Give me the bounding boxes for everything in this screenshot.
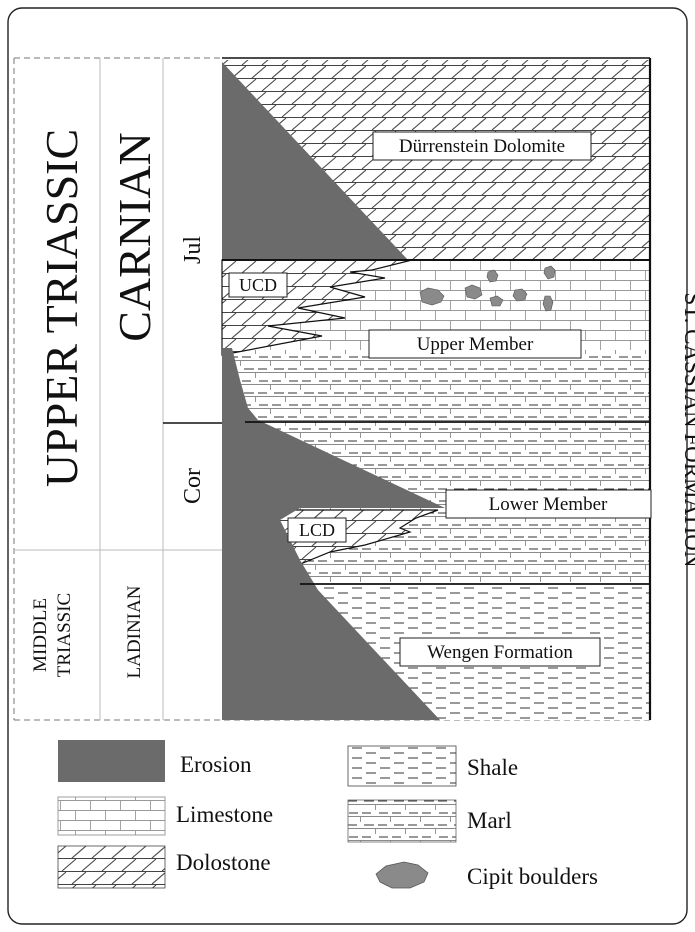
erosion-area — [222, 62, 445, 720]
legend-shale-label: Shale — [467, 755, 518, 780]
legend-dolostone-swatch — [57, 845, 166, 889]
stage-ladinian: LADINIAN — [124, 585, 145, 678]
durrenstein-label: Dürrenstein Dolomite — [399, 136, 565, 157]
upper-member-marl-layer — [222, 350, 650, 422]
period-middle-triassic-line2: TRIASSIC — [54, 593, 75, 677]
substage-jul: Jul — [180, 236, 206, 264]
outer-frame — [7, 7, 688, 925]
substage-cor: Cor — [180, 468, 206, 504]
legend-limestone-label: Limestone — [176, 802, 273, 827]
legend-erosion-swatch — [58, 740, 165, 782]
period-middle-triassic-line1: MIDDLE — [30, 598, 51, 672]
legend-marl-label: Marl — [467, 808, 512, 833]
lower-member-label: Lower Member — [489, 494, 608, 515]
stage-carnian: CARNIAN — [109, 132, 160, 342]
legend-erosion-label: Erosion — [180, 752, 252, 777]
wengen-label: Wengen Formation — [427, 642, 573, 663]
boundary-lines — [222, 57, 652, 720]
legend-marl-swatch — [347, 799, 457, 843]
upper-member-label: Upper Member — [417, 334, 534, 355]
legend: Erosion Limestone Dolostone Shale Marl C… — [57, 740, 598, 889]
lcd-label: LCD — [299, 520, 335, 540]
cipit-boulders — [419, 265, 556, 312]
ucd-label: UCD — [239, 275, 277, 295]
period-upper-triassic: UPPER TRIASSIC — [36, 129, 87, 487]
legend-dolostone-label: Dolostone — [176, 850, 271, 875]
legend-cipit-label: Cipit boulders — [467, 864, 598, 889]
legend-shale-swatch — [347, 745, 457, 787]
st-cassian-formation-label: ST. CASSIAN FORMATION — [680, 293, 695, 568]
legend-cipit-swatch — [375, 861, 429, 889]
legend-limestone-swatch — [57, 796, 166, 836]
unit-labels: Dürrenstein Dolomite UCD Upper Member Lo… — [228, 131, 652, 667]
